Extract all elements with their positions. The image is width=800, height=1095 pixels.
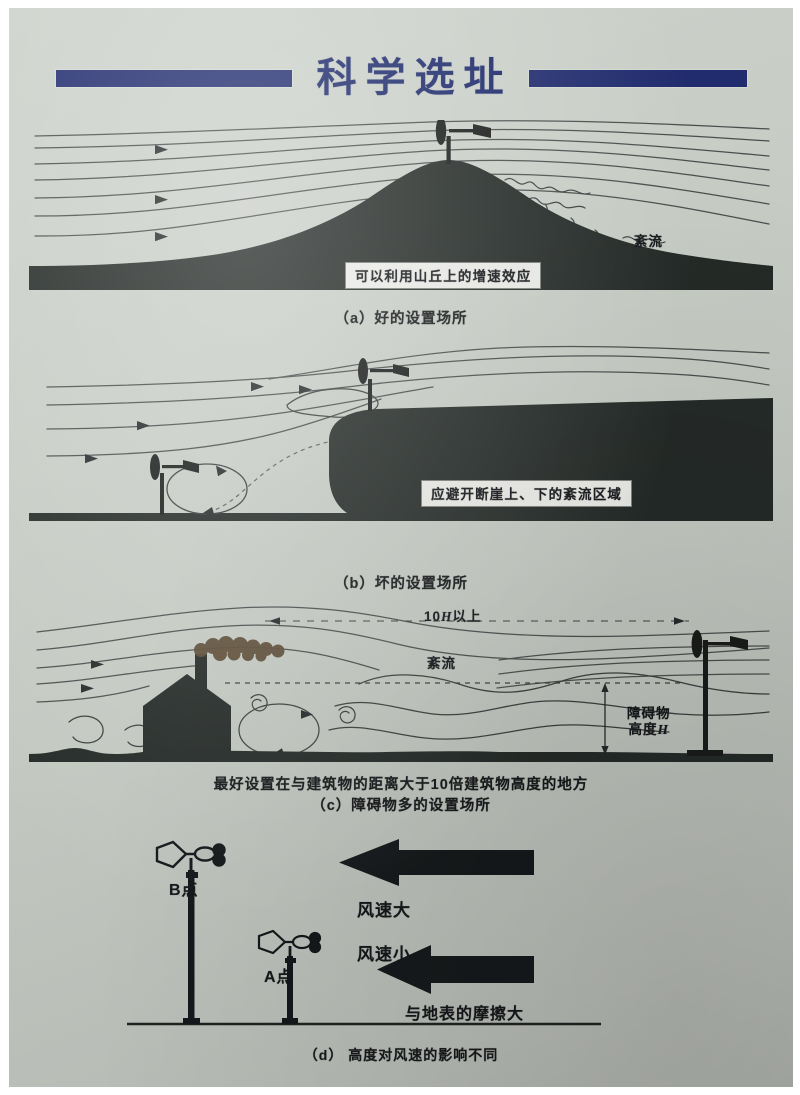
panel-c-subcaption: 最好设置在与建筑物的距离大于10倍建筑物高度的地方	[213, 777, 589, 793]
mast-b	[183, 870, 200, 1024]
ground-line	[29, 513, 773, 521]
chimney-smoke	[194, 636, 285, 662]
panel-d-caption: （d） 高度对风速的影响不同	[303, 1047, 499, 1063]
panel-d-wind-slow-label: 风速小	[357, 945, 411, 964]
panel-c-illustration	[29, 606, 773, 762]
flow-arrowheads	[85, 382, 312, 464]
panel-a-illustration	[29, 120, 773, 290]
anemometer-icon	[687, 630, 748, 756]
ground-line	[29, 748, 773, 762]
figure-panel-c: 10H以上 紊流 障碍物 高度H	[29, 602, 773, 772]
height-label-line1: 障碍物	[627, 706, 671, 721]
distance-suffix: 以上	[452, 609, 482, 624]
panel-d-illustration	[127, 839, 601, 1026]
anemometer-icon-lower	[150, 454, 199, 515]
panel-b-caption: （b）坏的设置场所	[334, 576, 468, 592]
anemometer-icon-b	[155, 840, 226, 878]
figure-panel-b: 应避开断崖上、下的紊流区域	[29, 341, 773, 559]
panel-a-note: 可以利用山丘上的增速效应	[345, 262, 542, 289]
panel-d-friction-label: 与地表的摩擦大	[405, 1006, 525, 1023]
page-content: 科学选址	[9, 8, 793, 1087]
panel-c-distance-label: 10H以上	[424, 605, 482, 625]
mast-a	[282, 956, 298, 1024]
panel-c-caption: （c）障碍物多的设置场所	[311, 798, 491, 814]
flow-arrowheads	[155, 145, 168, 242]
anemometer-icon-a	[257, 929, 322, 963]
page-title: 科学选址	[316, 56, 513, 100]
hill-silhouette	[29, 160, 773, 290]
panel-c-height-label: 障碍物 高度H	[627, 706, 671, 737]
panel-d-point-a-label: A点	[264, 969, 294, 986]
panel-a-caption: （a）好的设置场所	[334, 311, 468, 327]
figure-panel-a: 可以利用山丘上的增速效应 紊流	[29, 120, 773, 300]
panel-c-turbulence-label: 紊流	[427, 656, 456, 671]
panel-d-point-b-label: B点	[169, 882, 199, 899]
distance-variable: H	[441, 609, 453, 624]
height-label-line2: 高度H	[628, 721, 669, 737]
panel-d-wind-fast-label: 风速大	[357, 901, 411, 920]
panel-a-turbulence-label: 紊流	[634, 234, 663, 249]
height-dimension-line	[601, 683, 609, 755]
anemometer-icon	[435, 120, 491, 164]
house-icon	[143, 654, 231, 754]
arrow-left-icon-weak	[377, 945, 534, 994]
anemometer-icon-upper	[358, 358, 409, 411]
panel-b-note: 应避开断崖上、下的紊流区域	[421, 480, 633, 507]
header-rule-left	[55, 69, 292, 87]
panel-b-illustration	[29, 345, 773, 521]
book-page-photo: 科学选址	[9, 8, 793, 1087]
figure-panel-d: B点 A点 风速大 风速小 与地表的摩擦大	[109, 828, 669, 1038]
distance-prefix: 10	[424, 609, 442, 624]
page-header: 科学选址	[9, 46, 793, 110]
distance-dimension-line	[265, 617, 689, 625]
arrow-left-icon-strong	[339, 839, 534, 886]
header-rule-right	[528, 69, 747, 87]
eddy-lower	[166, 463, 248, 515]
